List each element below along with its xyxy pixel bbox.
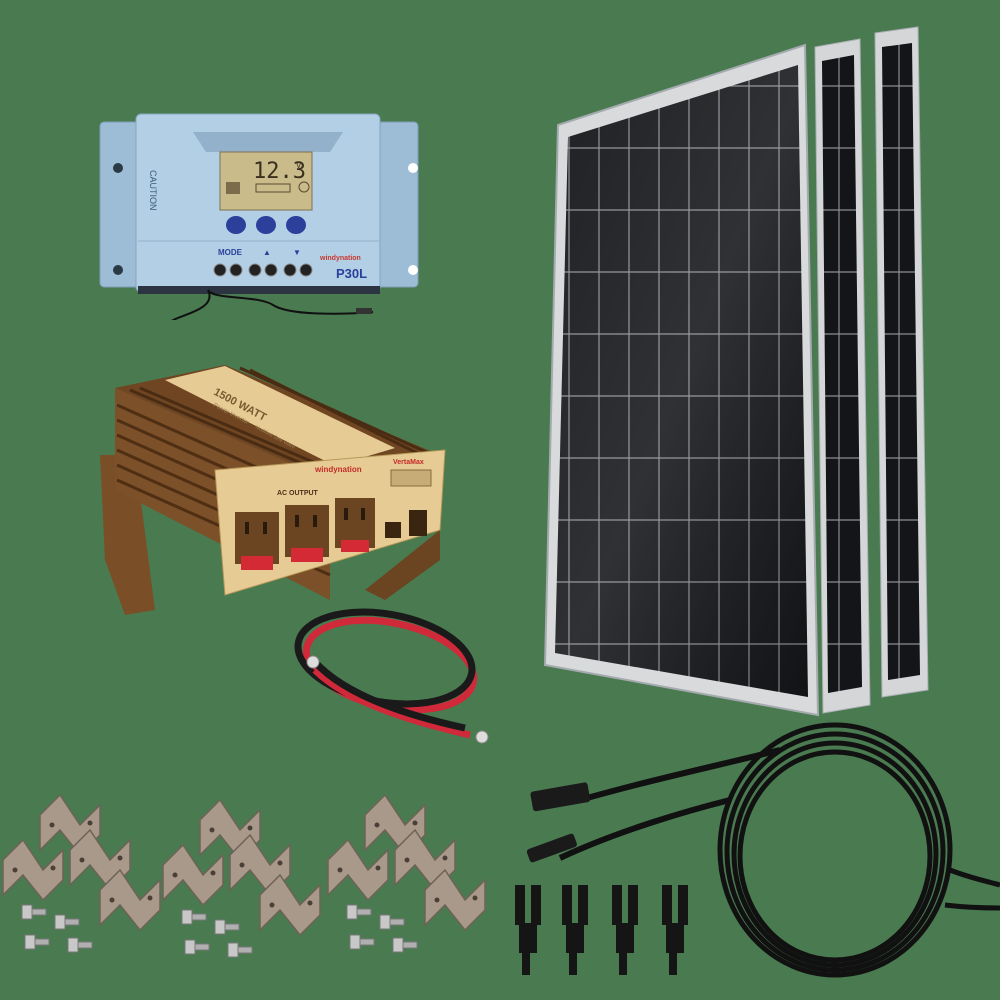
ac-output-label: AC OUTPUT	[277, 490, 319, 497]
bracket-set-1	[3, 795, 160, 952]
pv-cable-kit	[515, 722, 1000, 978]
ring-terminal-2	[475, 730, 489, 744]
model-label: P30L	[336, 266, 367, 281]
svg-text:V: V	[296, 161, 302, 170]
svg-text:▲: ▲	[263, 248, 271, 257]
solar-panel-1	[543, 43, 820, 717]
ring-terminal-1	[306, 655, 320, 669]
power-switch[interactable]	[409, 510, 427, 536]
outlet-3	[335, 498, 375, 548]
branch-connectors	[515, 885, 688, 975]
mc4-connector-female	[526, 833, 577, 863]
bracket-set-2	[163, 800, 320, 957]
ac-outlets	[235, 498, 375, 570]
outlet-1	[235, 512, 279, 564]
down-button[interactable]	[286, 216, 306, 234]
svg-text:▼: ▼	[293, 248, 301, 257]
up-button[interactable]	[256, 216, 276, 234]
solar-panel-3	[874, 26, 929, 698]
mounting-brackets	[0, 790, 500, 990]
mc4-connector-male	[530, 782, 591, 812]
solar-icon	[226, 182, 240, 194]
mode-button[interactable]	[226, 216, 246, 234]
svg-text:CAUTION: CAUTION	[148, 170, 158, 211]
solar-panels	[543, 26, 929, 717]
lcd-reading: 12.3	[253, 159, 306, 184]
battery-cables	[294, 608, 489, 744]
remote-port	[385, 522, 401, 538]
inverter-display	[390, 469, 432, 487]
power-inverter: 1500 WATT Power Inverter Modified Sine W…	[100, 365, 446, 615]
svg-text:VertaMax: VertaMax	[393, 459, 424, 466]
temp-sensor-cable	[207, 289, 374, 315]
svg-text:MODE: MODE	[218, 248, 243, 257]
svg-text:windynation: windynation	[314, 465, 362, 474]
charge-controller: 12.3 V CAUTION MODE ▲ ▼ windynation P30L	[99, 113, 419, 320]
bracket-set-3	[328, 795, 485, 952]
solar-panel-2	[814, 38, 871, 714]
bulb-icon	[298, 181, 310, 193]
svg-text:windynation: windynation	[319, 255, 361, 262]
